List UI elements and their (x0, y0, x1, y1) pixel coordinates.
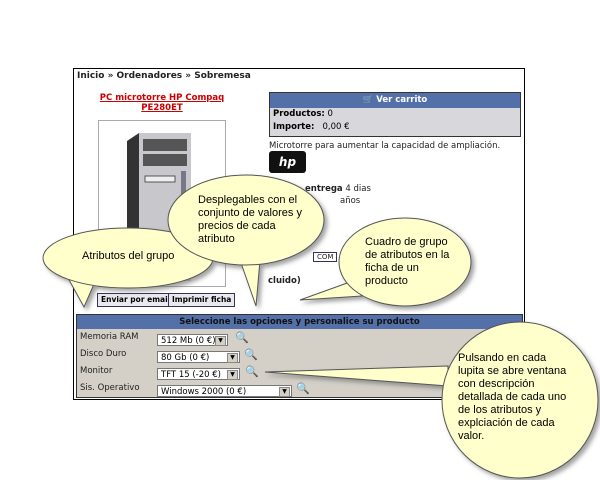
attr-select[interactable]: 512 Mb (0 €)▼ (157, 334, 228, 346)
attr-label: Sis. Operativo (80, 383, 140, 393)
print-button[interactable]: Imprimir ficha (168, 293, 236, 307)
attr-label: Disco Duro (80, 349, 127, 359)
price-info: cluido) (268, 276, 301, 286)
products-value: 0 (327, 109, 333, 119)
callout-attributes-text: Atributos del grupo (82, 250, 175, 262)
products-label: Productos: (273, 109, 325, 119)
product-title[interactable]: PC microtorre HP Compaq PE280ET (99, 93, 225, 113)
options-header: Seleccione las opciones y personalice su… (77, 315, 522, 329)
callout-magnifier-tail (264, 365, 449, 387)
hp-logo: hp (269, 151, 306, 173)
amount-label: Importe: (273, 122, 315, 132)
view-cart-link[interactable]: 🛒 Ver carrito (270, 93, 520, 108)
magnifier-icon[interactable]: 🔍 (235, 331, 249, 344)
amount-value: 0,00 € (322, 122, 350, 132)
callout-dropdowns-tail (239, 259, 261, 307)
callout-magnifier (441, 321, 599, 479)
chevron-down-icon: ▼ (227, 370, 238, 380)
attr-select[interactable]: 80 Gb (0 €)▼ (157, 351, 240, 363)
magnifier-icon[interactable]: 🔍 (245, 365, 259, 378)
attr-label: Memoria RAM (80, 332, 139, 342)
callout-dropdowns (167, 174, 325, 266)
cart-icon: 🛒 (362, 95, 377, 105)
breadcrumb[interactable]: Inicio » Ordenadores » Sobremesa (77, 71, 251, 81)
attr-label: Monitor (80, 366, 113, 376)
magnifier-icon[interactable]: 🔍 (244, 348, 258, 361)
cart-box: 🛒 Ver carrito Productos: 0 Importe: 0,00… (269, 92, 521, 137)
warranty-info: años (340, 196, 361, 206)
chevron-down-icon: ▼ (215, 336, 226, 346)
callout-group (338, 217, 472, 307)
delivery-info: entrega 4 dias (305, 184, 371, 194)
chevron-down-icon: ▼ (227, 353, 238, 363)
buy-button[interactable]: COM (313, 252, 338, 262)
product-description: Microtorre para aumentar la capacidad de… (269, 141, 501, 151)
chevron-down-icon: ▼ (279, 387, 290, 397)
magnifier-icon[interactable]: 🔍 (296, 382, 310, 395)
attr-select[interactable]: Windows 2000 (0 €)▼ (157, 385, 292, 397)
attr-select[interactable]: TFT 15 (-20 €)▼ (157, 368, 240, 380)
